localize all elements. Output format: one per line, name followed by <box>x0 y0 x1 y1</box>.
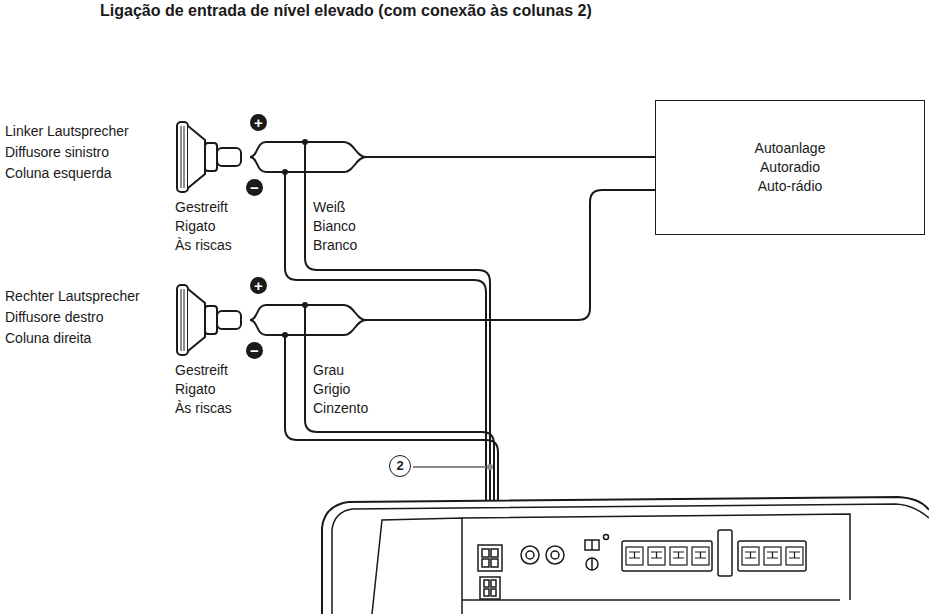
speaker-label: Coluna esquerda <box>5 164 112 182</box>
speaker-label: Linker Lautsprecher <box>5 122 129 140</box>
speaker-wire <box>250 320 366 335</box>
device-label: Auto-rádio <box>758 177 823 196</box>
wire-color-label: Branco <box>313 236 357 254</box>
wire-color-label: Grigio <box>313 380 350 398</box>
speaker-wire <box>250 142 655 157</box>
polarity-sign: − <box>246 342 263 359</box>
junction-dot <box>487 464 493 470</box>
speaker-node: Linker LautsprecherDiffusore sinistroCol… <box>170 118 252 196</box>
leader-line <box>413 466 486 468</box>
wire-color-label: Rigato <box>175 380 215 398</box>
speaker-wire <box>250 157 366 172</box>
wire-color-label: Cinzento <box>313 399 368 417</box>
wire-color-label: Rigato <box>175 217 215 235</box>
device-label: Autoradio <box>760 158 820 177</box>
device-box: AutoanlageAutoradioAuto-rádio <box>655 100 925 235</box>
speaker-label: Coluna direita <box>5 329 91 347</box>
speaker-symbol <box>177 122 241 192</box>
speaker-symbol <box>177 285 241 355</box>
speaker-label: Diffusore destro <box>5 308 104 326</box>
speaker-wire <box>250 190 655 320</box>
heading: Ligação de entrada de nível elevado (com… <box>100 2 592 20</box>
polarity-sign: − <box>246 179 263 196</box>
speaker-label: Rechter Lautsprecher <box>5 287 140 305</box>
wire-color-label: Gestreift <box>175 198 228 216</box>
polarity-sign: + <box>250 114 267 131</box>
wire-color-label: Gestreift <box>175 361 228 379</box>
callout-number: 2 <box>389 455 411 477</box>
wire-color-label: Grau <box>313 361 344 379</box>
wire-color-label: Bianco <box>313 217 356 235</box>
input-wire <box>305 142 490 545</box>
speaker-node: Rechter LautsprecherDiffusore destroColu… <box>170 281 252 359</box>
device-label: Autoanlage <box>755 139 826 158</box>
junction-dot <box>282 169 288 175</box>
speaker-label: Diffusore sinistro <box>5 143 109 161</box>
junction-dot <box>282 332 288 338</box>
polarity-sign: + <box>250 277 267 294</box>
wire-color-label: Weiß <box>313 198 345 216</box>
input-wire <box>285 172 486 545</box>
wire-color-label: Às riscas <box>175 399 232 417</box>
wire-color-label: Às riscas <box>175 236 232 254</box>
amplifier <box>322 497 929 614</box>
